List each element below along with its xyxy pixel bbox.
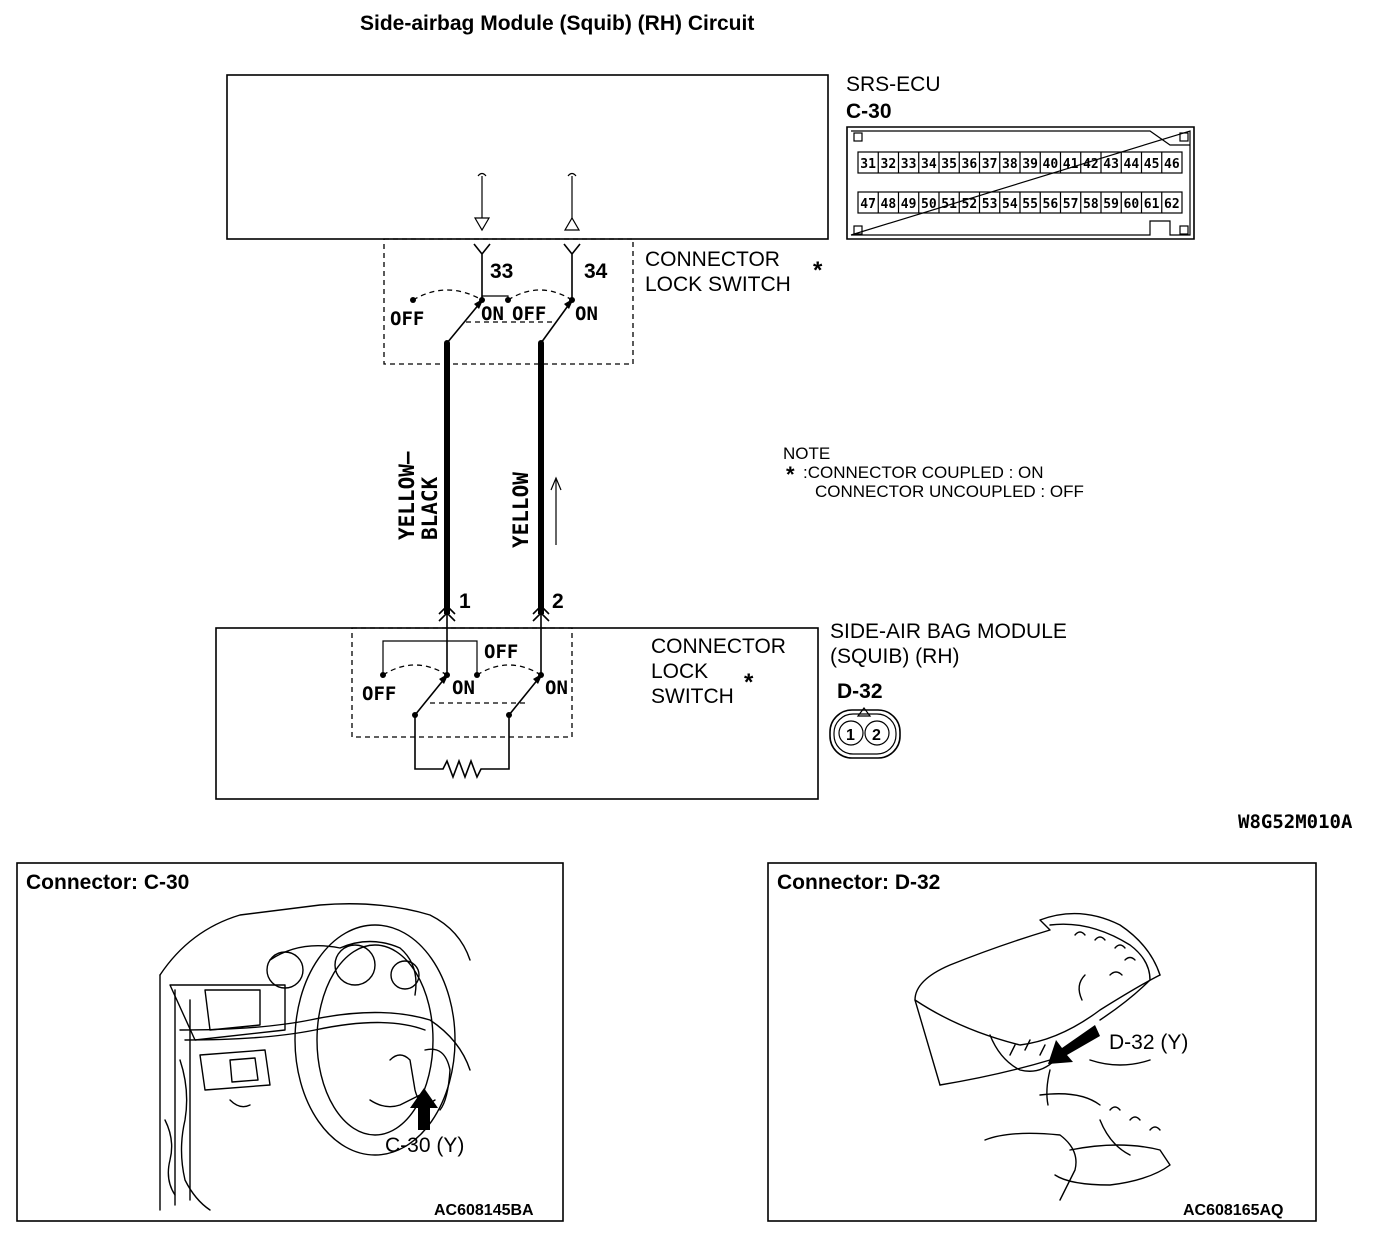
d32-connector-face: [829, 707, 901, 759]
c30-pin-42: 42: [1083, 157, 1099, 172]
ecu-switch-on-1: ON: [481, 303, 504, 325]
c30-pin-32: 32: [881, 157, 897, 172]
c30-pin-61: 61: [1144, 197, 1160, 212]
c30-pin-46: 46: [1164, 157, 1180, 172]
module-switch-on-1: ON: [452, 677, 475, 699]
c30-pin-41: 41: [1063, 157, 1079, 172]
ecu-pin-connectors: [473, 243, 581, 300]
d32-pin-1: 1: [846, 727, 855, 744]
c30-pin-43: 43: [1103, 157, 1119, 172]
dashboard-illustration: [159, 903, 471, 1211]
ecu-lock-switch-boundary: [383, 238, 634, 365]
c30-pin-36: 36: [962, 157, 978, 172]
c30-pin-38: 38: [1002, 157, 1018, 172]
module-pin-1: 1: [459, 590, 471, 613]
panel-d32-title: Connector: D-32: [777, 871, 940, 894]
c30-pin-52: 52: [962, 197, 978, 212]
c30-pin-40: 40: [1043, 157, 1059, 172]
c30-pin-59: 59: [1103, 197, 1119, 212]
ecu-pin-33: 33: [490, 260, 513, 283]
panel-c30-title: Connector: C-30: [26, 871, 189, 894]
module-switch-label-3: SWITCH: [651, 685, 734, 708]
c30-pins-bottom: 47 48 49 50 51 52 53 54 55 56 57 58 59 60 61 62: [860, 192, 1180, 213]
ecu-lock-switch-asterisk: *: [813, 257, 823, 284]
c30-pin-50: 50: [921, 197, 937, 212]
c30-pin-60: 60: [1124, 197, 1140, 212]
wire1-color-line2: BLACK: [418, 476, 442, 540]
module-connector-id: D-32: [837, 680, 883, 703]
c30-pin-51: 51: [941, 197, 957, 212]
c30-pin-34: 34: [921, 157, 937, 172]
module-name-1: SIDE-AIR BAG MODULE: [830, 620, 1067, 643]
c30-pin-55: 55: [1022, 197, 1038, 212]
note-asterisk: *: [786, 462, 795, 487]
c30-pin-37: 37: [982, 157, 998, 172]
module-switch-on-2: ON: [545, 677, 568, 699]
panel-d32: [767, 862, 1317, 1222]
panel-c30: [16, 862, 564, 1222]
c30-pin-31: 31: [860, 157, 876, 172]
note-line-1: :CONNECTOR COUPLED : ON: [803, 463, 1044, 482]
module-switch-off-2: OFF: [484, 641, 518, 663]
c30-pin-48: 48: [881, 197, 897, 212]
ecu-lock-switch-label-2: LOCK SWITCH: [645, 273, 791, 296]
diagram-title: Side-airbag Module (Squib) (RH) Circuit: [360, 12, 754, 35]
c30-pin-39: 39: [1022, 157, 1038, 172]
module-pin-connectors: [438, 604, 550, 628]
ecu-pin-34: 34: [584, 260, 608, 283]
module-switch-label-2: LOCK: [651, 660, 708, 683]
panel-c30-code: AC608145BA: [434, 1202, 534, 1219]
note-heading: NOTE: [783, 444, 830, 463]
ecu-switch-off-2: OFF: [512, 303, 546, 325]
d32-pin-2: 2: [872, 727, 881, 744]
c30-pin-58: 58: [1083, 197, 1099, 212]
panel-c30-callout: C-30 (Y): [385, 1134, 464, 1157]
module-switch-off-1: OFF: [362, 683, 396, 705]
c30-location-arrow: [410, 1088, 438, 1130]
c30-pin-54: 54: [1002, 197, 1018, 212]
wire2-color: YELLOW: [509, 472, 533, 548]
c30-pin-47: 47: [860, 197, 876, 212]
panel-d32-code: AC608165AQ: [1183, 1202, 1284, 1219]
module-switch-label-1: CONNECTOR: [651, 635, 786, 658]
current-direction-arrow: [550, 476, 562, 545]
d32-location-arrow: [1048, 1025, 1100, 1064]
c30-pin-56: 56: [1043, 197, 1059, 212]
panel-d32-callout: D-32 (Y): [1109, 1031, 1188, 1054]
c30-pin-45: 45: [1144, 157, 1160, 172]
ecu-internal-arrows: [473, 172, 581, 232]
ecu-name: SRS-ECU: [846, 73, 941, 96]
module-lock-switch-boundary: [351, 627, 573, 738]
seat-illustration: [914, 912, 1171, 1201]
c30-pin-57: 57: [1063, 197, 1079, 212]
c30-pin-53: 53: [982, 197, 998, 212]
c30-pin-62: 62: [1164, 197, 1180, 212]
srs-ecu-box: [226, 74, 829, 240]
diagram-code: W8G52M010A: [1238, 811, 1353, 833]
wire1-color-line1: YELLOW–: [395, 451, 419, 540]
c30-connector-face: 31 32 33 34 35 36 37 38 39 40 41 42 43 44 45 46 47 48 49 5…: [846, 126, 1195, 240]
c30-pins-top: 31 32 33 34 35 36 37 38 39 40 41 42 43 44 45 46: [860, 152, 1180, 173]
ecu-switch-off-1: OFF: [390, 308, 424, 330]
module-switches: [380, 628, 544, 780]
note-line-2: CONNECTOR UNCOUPLED : OFF: [815, 482, 1084, 501]
module-name-2: (SQUIB) (RH): [830, 645, 960, 668]
c30-pin-44: 44: [1124, 157, 1140, 172]
ecu-switch-on-2: ON: [575, 303, 598, 325]
ecu-lock-switch-label-1: CONNECTOR: [645, 248, 780, 271]
c30-pin-49: 49: [901, 197, 917, 212]
c30-pin-35: 35: [941, 157, 957, 172]
ecu-connector-id: C-30: [846, 100, 892, 123]
module-pin-2: 2: [552, 590, 564, 613]
module-switch-asterisk: *: [744, 669, 754, 696]
c30-pin-33: 33: [901, 157, 917, 172]
